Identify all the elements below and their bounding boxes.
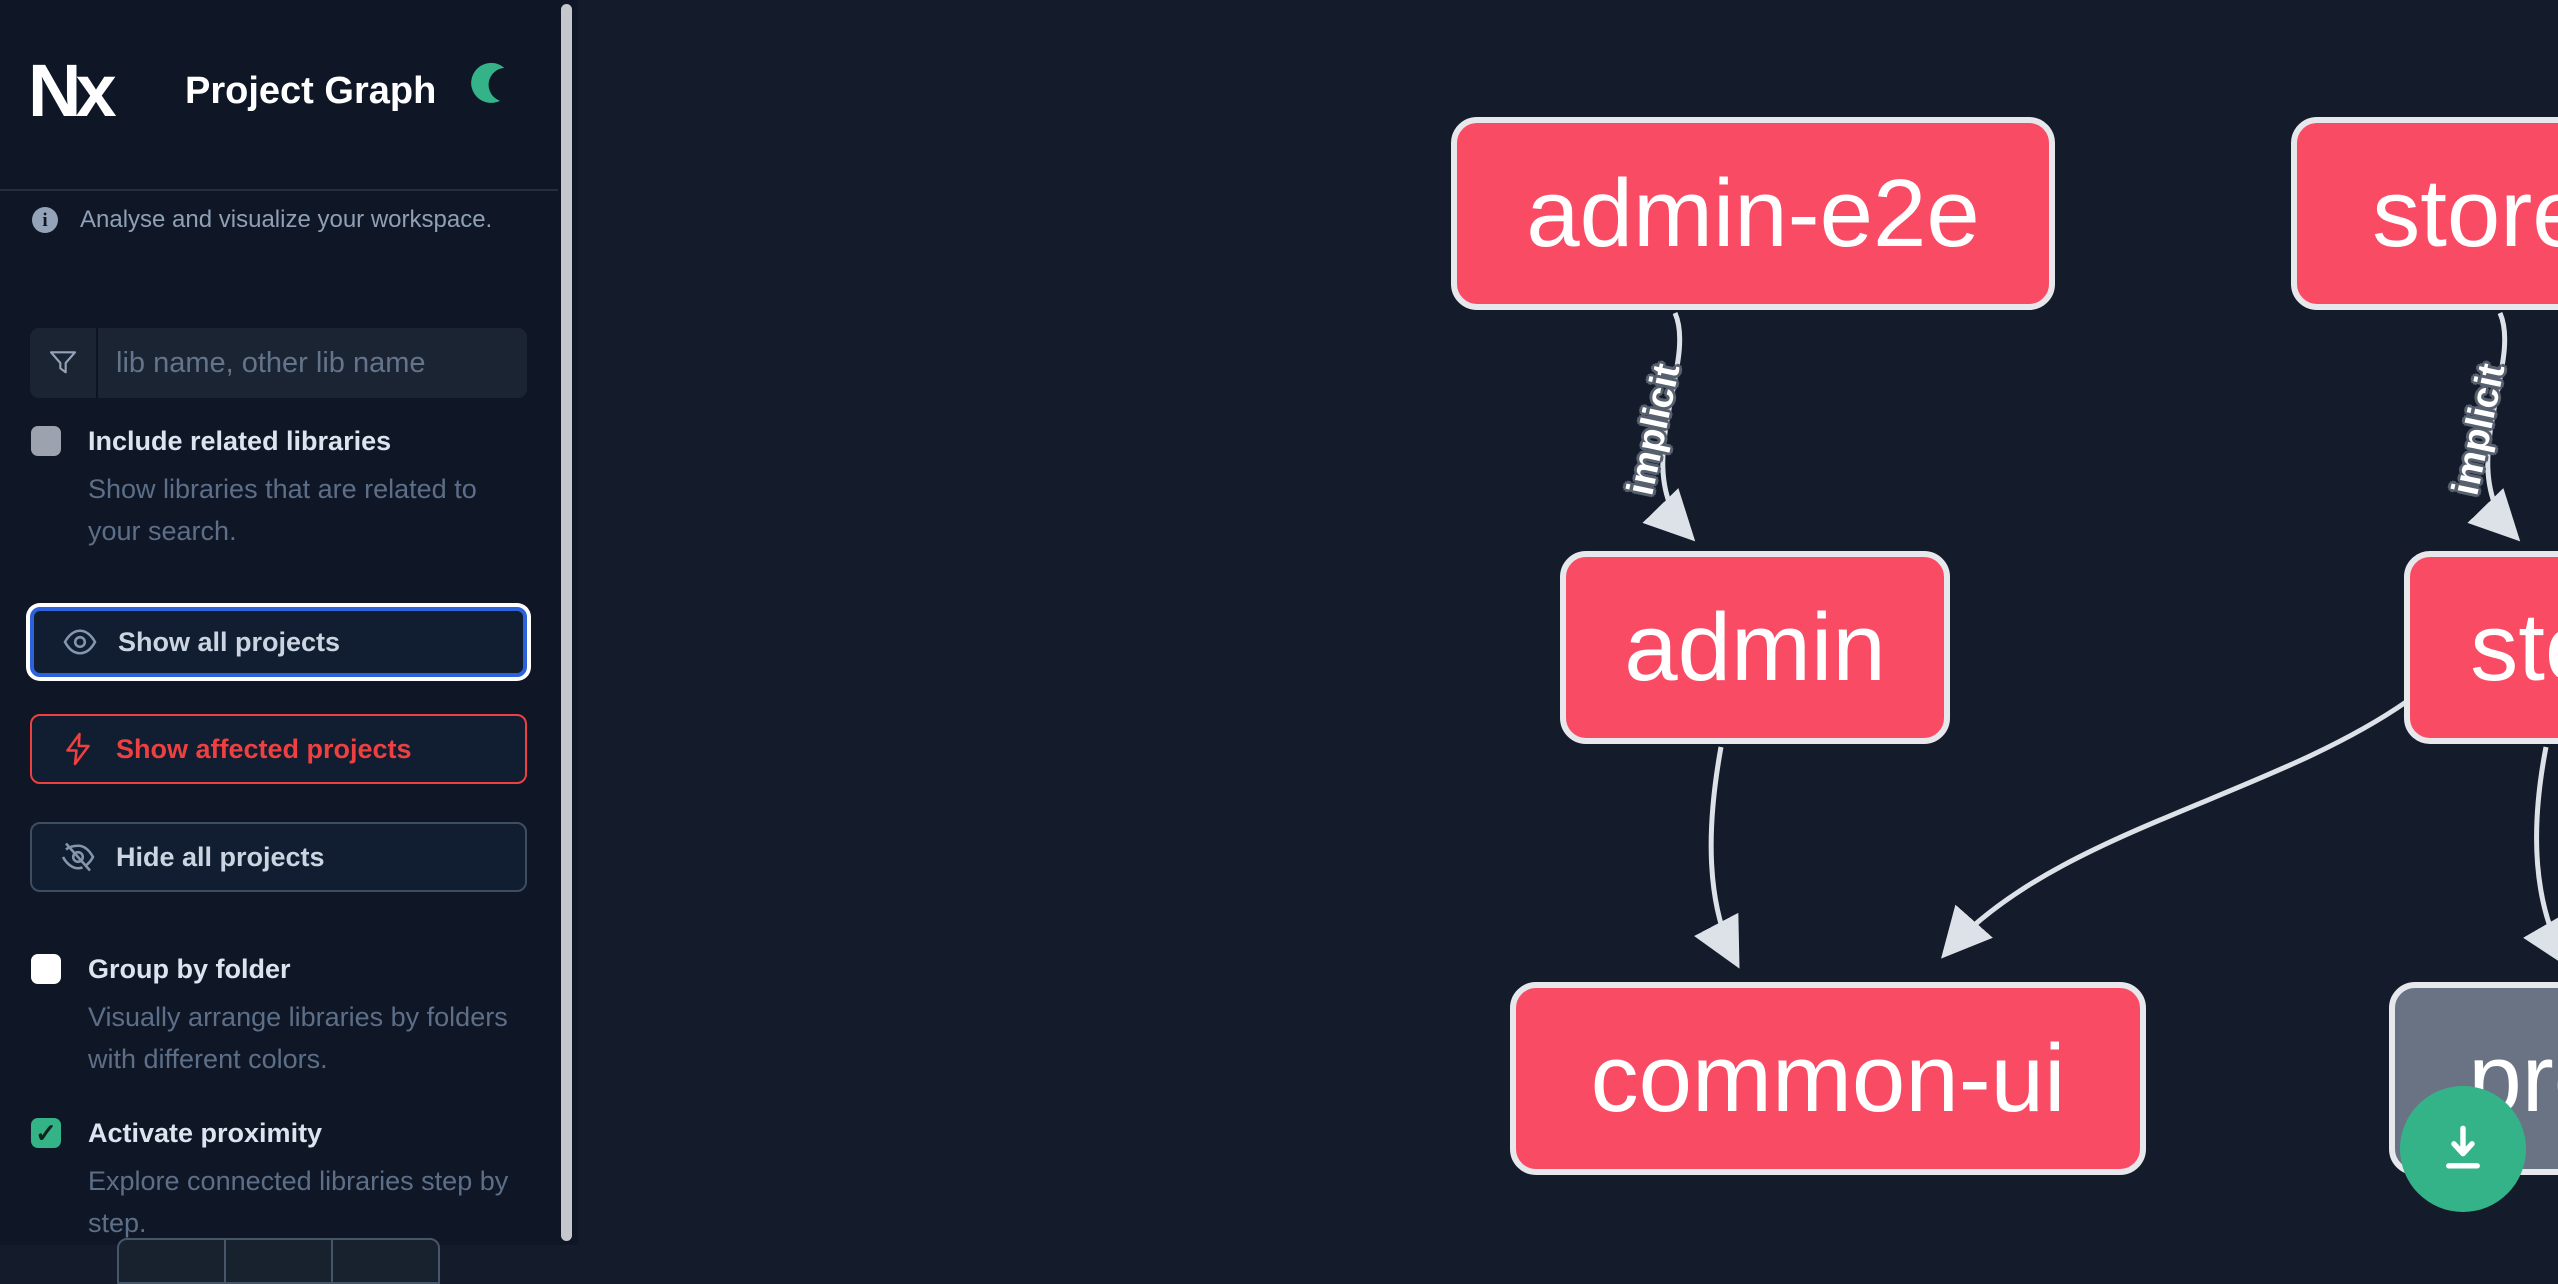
button-label: Show affected projects <box>116 733 412 764</box>
graph-node-store[interactable]: store <box>2404 551 2558 744</box>
funnel-icon <box>49 351 77 374</box>
dark-mode-toggle[interactable] <box>462 58 518 114</box>
edge-admin-common-ui <box>1694 746 1740 969</box>
checkbox-description: Show libraries that are related to your … <box>88 474 477 546</box>
eye-icon <box>63 629 97 655</box>
checkbox-label: Group by folder <box>88 954 291 984</box>
show-affected-projects-button[interactable]: Show affected projects <box>30 714 527 784</box>
proximity-step-cell[interactable] <box>119 1240 226 1282</box>
checkbox-row-group-by-folder[interactable]: Group by folder Visually arrange librari… <box>31 952 531 1080</box>
checkbox-label: Activate proximity <box>88 1118 323 1148</box>
checkbox-row-activate-proximity[interactable]: ✓ Activate proximity Explore connected l… <box>31 1116 531 1244</box>
checkbox-group-by-folder[interactable] <box>31 954 61 984</box>
checkbox-label: Include related libraries <box>88 426 392 456</box>
show-all-projects-button[interactable]: Show all projects <box>30 607 527 677</box>
graph-node-admin-e2e[interactable]: admin-e2e <box>1451 117 2055 310</box>
download-image-button[interactable] <box>2400 1086 2526 1212</box>
page-title: Project Graph <box>185 70 437 112</box>
graph-node-common-ui[interactable]: common-ui <box>1510 982 2146 1175</box>
graph-node-store-e2e[interactable]: store-e2e <box>2291 117 2558 310</box>
filter-icon-segment <box>30 328 98 398</box>
sidebar: Nx Project Graph i Analyse and visualize… <box>0 0 578 1284</box>
checkbox-description: Visually arrange libraries by folders wi… <box>88 1002 508 1074</box>
sidebar-scrollbar[interactable] <box>561 4 572 1241</box>
hide-all-projects-button[interactable]: Hide all projects <box>30 822 527 892</box>
checkbox-activate-proximity[interactable]: ✓ <box>31 1118 61 1148</box>
workspace-info: i Analyse and visualize your workspace. <box>32 205 532 235</box>
eye-off-icon <box>61 842 95 872</box>
edge-store-common-ui <box>1941 699 2408 959</box>
search-box <box>30 328 527 398</box>
sidebar-header: Nx Project Graph <box>0 0 558 191</box>
checkbox-include-related[interactable] <box>31 426 61 456</box>
button-label: Hide all projects <box>116 841 325 872</box>
download-icon <box>2446 1125 2480 1169</box>
edge-label-implicit: implicit <box>1619 359 1689 499</box>
edge-label-implicit: implicit <box>2444 359 2514 499</box>
node-label: admin <box>1624 593 1886 701</box>
node-label: common-ui <box>1590 1024 2066 1132</box>
checkbox-row-include-related[interactable]: Include related libraries Show libraries… <box>31 424 531 552</box>
node-label: store <box>2470 593 2558 701</box>
nx-logo-icon: Nx <box>28 49 117 132</box>
node-label: store-e2e <box>2372 159 2558 267</box>
edge-store-products <box>2523 746 2558 969</box>
node-label: admin-e2e <box>1526 159 1980 267</box>
graph-node-admin[interactable]: admin <box>1560 551 1950 744</box>
info-icon: i <box>32 207 58 233</box>
graph-canvas[interactable]: admin-e2e store-e2e admin store common-u… <box>578 0 2558 1245</box>
info-text: Analyse and visualize your workspace. <box>80 206 493 233</box>
proximity-step-cell[interactable] <box>226 1240 333 1282</box>
proximity-step-cell[interactable] <box>333 1240 438 1282</box>
bolt-icon <box>66 732 90 766</box>
search-input[interactable] <box>98 328 527 398</box>
moon-icon <box>471 62 505 103</box>
button-label: Show all projects <box>118 626 341 657</box>
checkbox-description: Explore connected libraries step by step… <box>88 1166 509 1238</box>
